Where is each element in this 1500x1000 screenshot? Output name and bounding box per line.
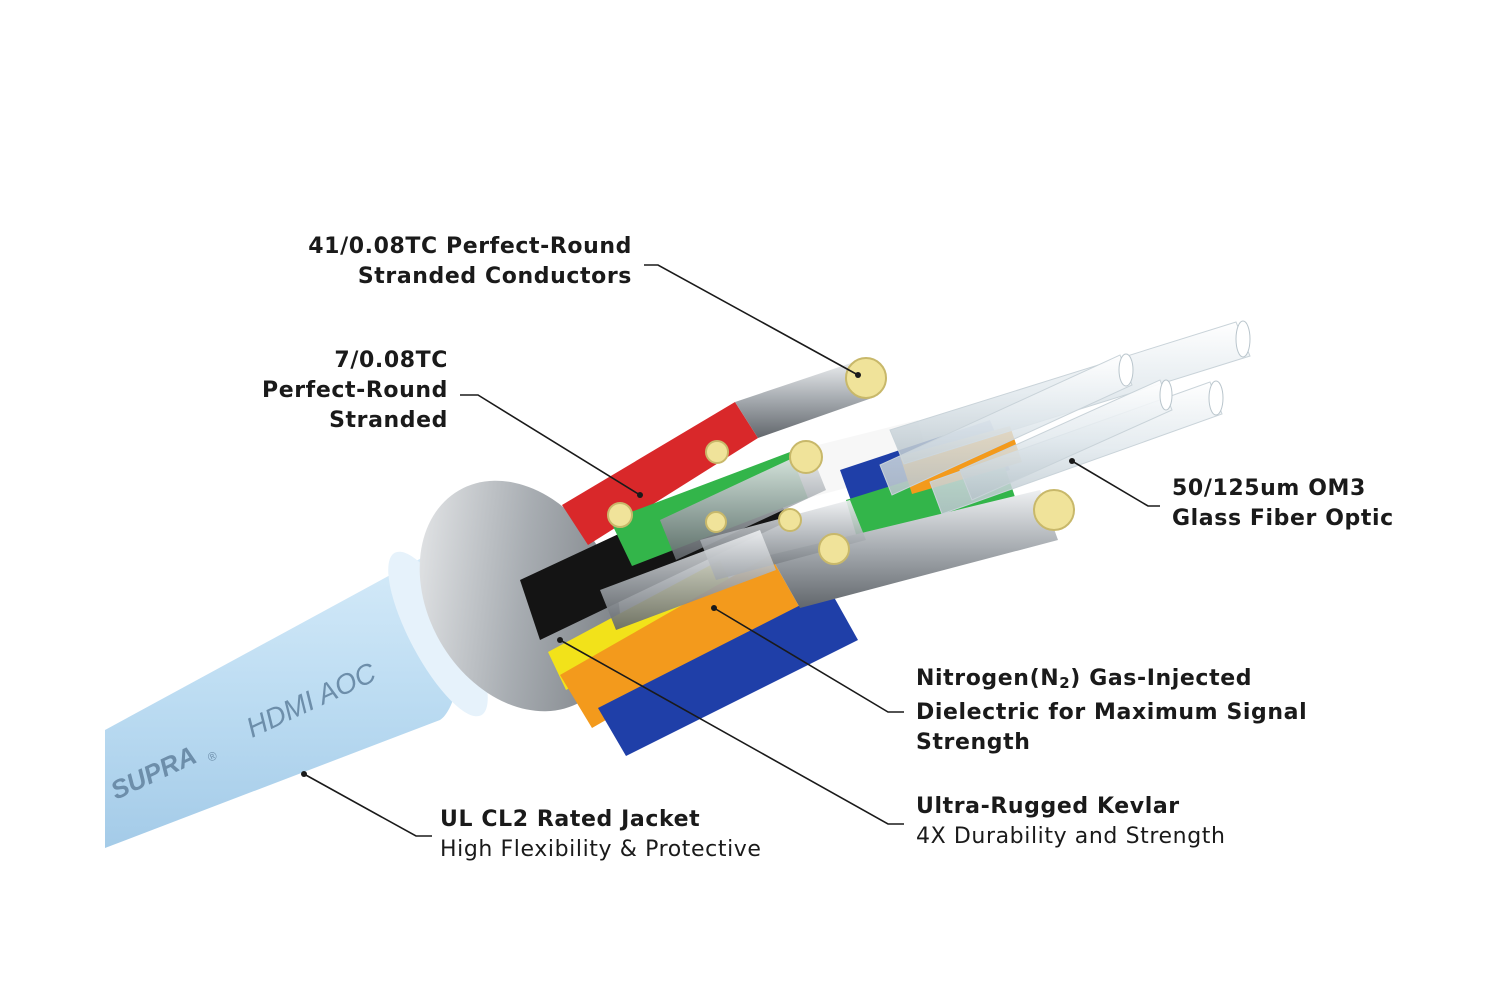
callout-kevlar-desc: 4X Durability and Strength: [916, 824, 1226, 849]
leader-line-7: [460, 394, 641, 496]
callout-fiber-line1: 50/125um OM3: [1172, 476, 1366, 501]
callout-fiber-optic: 50/125um OM3 Glass Fiber Optic: [1172, 474, 1394, 534]
callout-41-line2: Stranded Conductors: [357, 264, 632, 289]
callout-nitrogen-line3: Strength: [916, 730, 1031, 755]
callout-kevlar-title: Ultra-Rugged Kevlar: [916, 794, 1180, 819]
leader-line-nitrogen: [713, 607, 904, 713]
callout-jacket-desc: High Flexibility & Protective: [440, 837, 762, 862]
conductor-tips: [607, 357, 1075, 565]
callout-jacket: UL CL2 Rated Jacket High Flexibility & P…: [440, 805, 762, 865]
leader-dots: [301, 372, 1075, 777]
callout-nitrogen-subscript: 2: [1059, 674, 1071, 692]
callout-kevlar: Ultra-Rugged Kevlar 4X Durability and St…: [916, 792, 1226, 852]
callout-7-conductors: 7/0.08TC Perfect-Round Stranded: [262, 346, 448, 436]
leader-lines: [303, 264, 1160, 837]
callout-nitrogen-line1: Nitrogen(N2) Gas-Injected: [916, 664, 1307, 698]
callout-nitrogen-line1-b: ) Gas-Injected: [1070, 666, 1253, 691]
callout-7-line1: 7/0.08TC: [334, 348, 448, 373]
leader-dot-kevlar: [557, 637, 563, 643]
callout-fiber-line2: Glass Fiber Optic: [1172, 506, 1394, 531]
callout-7-line3: Stranded: [329, 408, 448, 433]
leader-dot-fiber: [1069, 458, 1075, 464]
callout-7-line2: Perfect-Round: [261, 378, 448, 403]
callout-41-line1: 41/0.08TC Perfect-Round: [308, 234, 632, 259]
leader-dot-nitrogen: [711, 605, 717, 611]
fiber-optic-tubes: [879, 320, 1251, 515]
leader-line-kevlar: [559, 639, 904, 825]
callout-nitrogen-dielectric: Nitrogen(N2) Gas-Injected Dielectric for…: [916, 664, 1307, 758]
leader-dot-7: [637, 492, 643, 498]
leader-line-fiber: [1071, 460, 1160, 507]
leader-dot-jacket: [301, 771, 307, 777]
callout-nitrogen-line1-a: Nitrogen(N: [916, 666, 1060, 691]
leader-line-jacket: [303, 773, 432, 837]
leader-line-41: [644, 264, 859, 376]
callout-jacket-title: UL CL2 Rated Jacket: [440, 807, 701, 832]
callout-nitrogen-line2: Dielectric for Maximum Signal: [916, 700, 1308, 725]
callout-41-conductors: 41/0.08TC Perfect-Round Stranded Conduct…: [308, 232, 632, 292]
leader-dot-41: [855, 372, 861, 378]
